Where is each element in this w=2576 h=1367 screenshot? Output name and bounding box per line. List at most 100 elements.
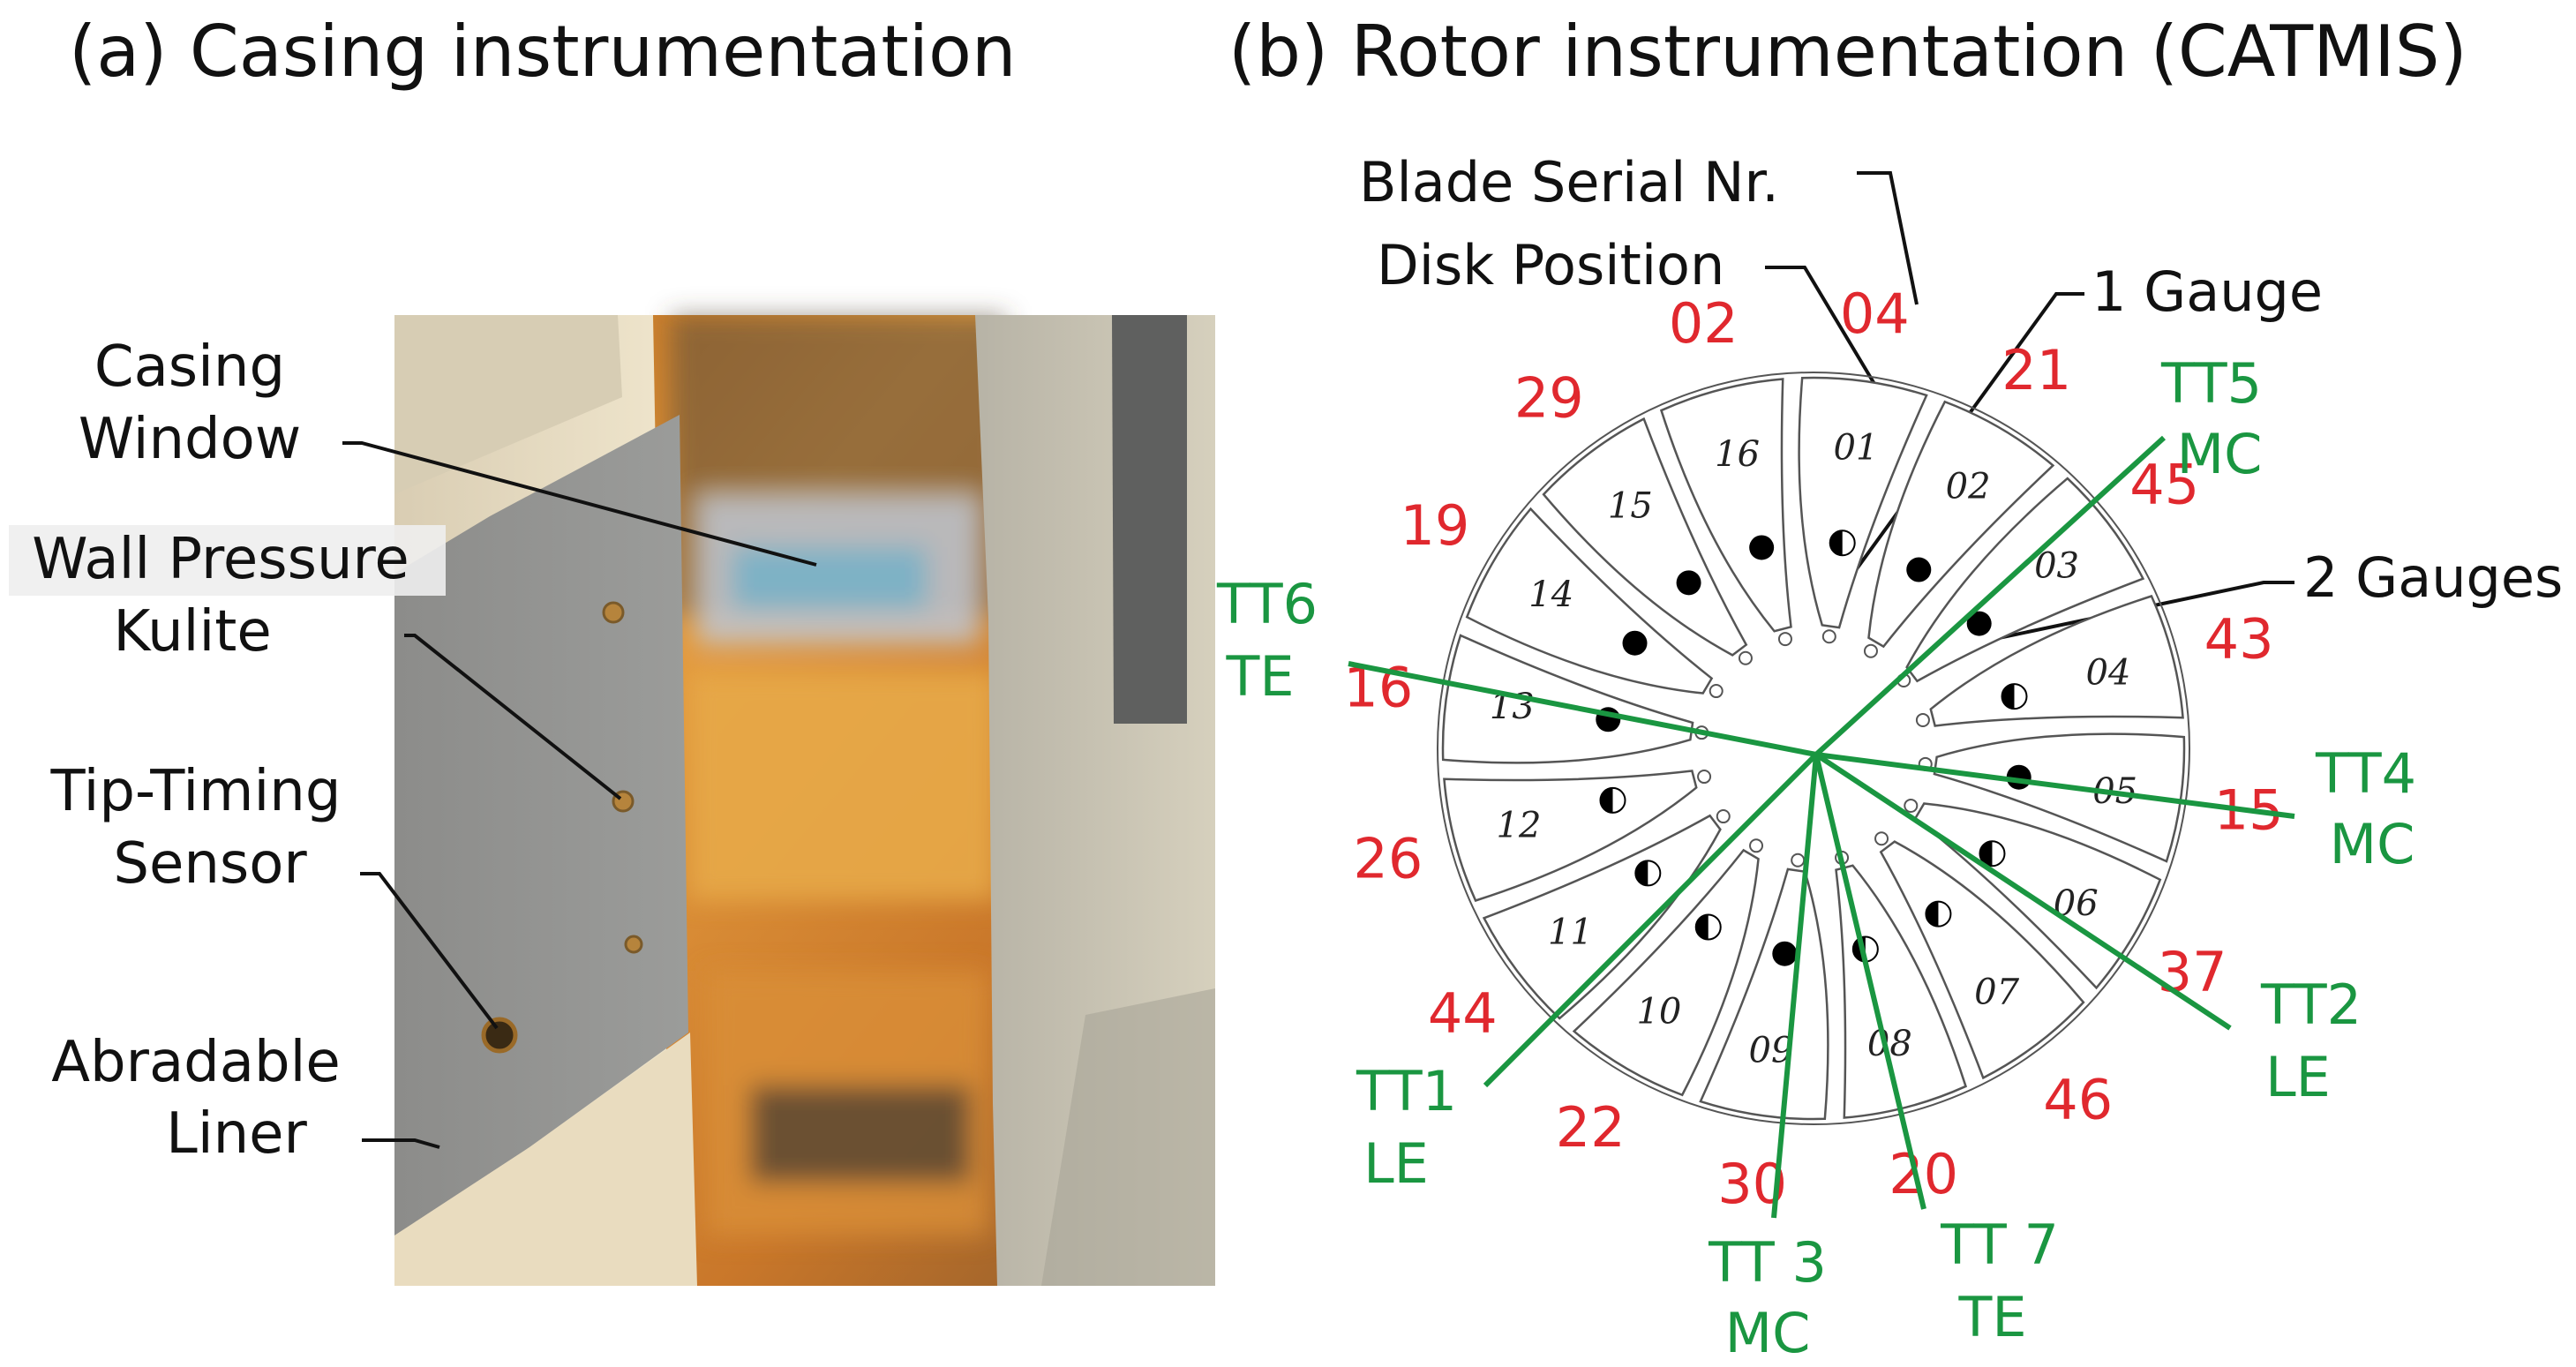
leader-abradable (362, 1138, 440, 1149)
leader-two-gauges (1960, 581, 2294, 648)
tt3-pos: MC (1725, 1301, 1811, 1365)
blade-serial-label: 44 (1428, 981, 1498, 1046)
leader-wall-pressure (404, 634, 622, 800)
tt5-name: TT5 (2160, 351, 2262, 416)
legend-two-gauges: 2 Gauges (2303, 545, 2563, 610)
blade-serial-label: 26 (1353, 827, 1423, 891)
one-gauge-marker-fill (1979, 841, 1993, 867)
disk-position-label: 07 (1974, 973, 2019, 1013)
casing-photo (394, 315, 1215, 1286)
leader-tip-timing (360, 872, 499, 1030)
tip-timing-line (1814, 754, 1926, 1210)
disk-position-label: 10 (1636, 991, 1681, 1032)
blade-sector (1465, 507, 1714, 695)
tip-timing-line (1814, 752, 2232, 1031)
blade-root (1863, 643, 1878, 658)
label-wall-pressure-2: Kulite (113, 599, 271, 665)
leader-casing-window (342, 441, 817, 567)
label-tip-timing-2: Sensor (113, 831, 307, 897)
blade-serial-label: 46 (2043, 1068, 2113, 1132)
blade-sector (1798, 376, 1928, 629)
blade-serial-label: 45 (2129, 452, 2199, 516)
two-gauges-marker (1966, 611, 1992, 636)
panel-b-title: (b) Rotor instrumentation (CATMIS) (1228, 11, 2467, 93)
blade-serial-label: 22 (1556, 1095, 1626, 1160)
tt2-pos: LE (2265, 1045, 2331, 1109)
blade-sector (1443, 770, 1698, 903)
rotor-outer-ring (1437, 372, 2190, 1125)
two-gauges-marker (1622, 630, 1648, 656)
tt7-name: TT 7 (1940, 1213, 2059, 1277)
leader-blade-serial (1857, 171, 1919, 305)
blade-sector (1905, 477, 2145, 683)
two-gauges-marker (1676, 570, 1701, 596)
blade-root (1874, 831, 1889, 846)
label-tip-timing-1: Tip-Timing (50, 759, 342, 824)
blade-serial-label: 19 (1400, 493, 1469, 558)
blade-serial-label: 02 (1669, 291, 1739, 356)
tt6-name: TT6 (1216, 572, 1318, 636)
tt3-name: TT 3 (1708, 1230, 1827, 1295)
tip-timing-line (1815, 752, 2295, 819)
two-gauges-marker (1749, 535, 1775, 560)
blade-serial-label: 37 (2158, 940, 2227, 1004)
blade-serial-label: 43 (2204, 606, 2274, 671)
blade-root (1915, 712, 1930, 727)
blade-serial-label: 04 (1840, 282, 1910, 346)
tip-timing-line (1771, 754, 1819, 1219)
tt4-name: TT4 (2315, 741, 2416, 806)
blade-sector (1542, 417, 1748, 657)
blade-sector (1867, 400, 2055, 649)
two-gauges-marker (1772, 941, 1798, 966)
disk-position-label: 04 (2086, 653, 2131, 694)
one-gauge-marker-fill (1695, 914, 1709, 940)
tt7-pos: TE (1957, 1285, 2026, 1349)
blade-sector (1929, 594, 2184, 727)
tt1-name: TT1 (1356, 1059, 1457, 1123)
label-casing-window-2: Window (79, 407, 301, 472)
blade-sector (1699, 868, 1829, 1121)
panel-a-title: (a) Casing instrumentation (69, 11, 1017, 93)
label-wall-pressure-1: Wall Pressure (32, 527, 409, 592)
blade-root (1904, 798, 1919, 813)
blade-root (1821, 629, 1836, 644)
legend-disk-position: Disk Position (1377, 233, 1724, 297)
disk-position-label: 12 (1497, 805, 1542, 845)
leader-disk-position (1765, 266, 1881, 394)
blade-root (1749, 838, 1764, 853)
blade-root (1738, 650, 1753, 665)
blade-root (1791, 852, 1806, 868)
blade-sector (1879, 840, 2085, 1080)
blade-root (1697, 770, 1712, 785)
two-gauges-marker (1906, 557, 1932, 582)
label-casing-window-1: Casing (94, 334, 285, 400)
disk-position-label: 01 (1834, 427, 1879, 468)
label-abradable-1: Abradable (51, 1030, 341, 1095)
tt2-name: TT2 (2260, 973, 2362, 1037)
one-gauge-marker-fill (1600, 787, 1613, 813)
blade-sector (1572, 848, 1760, 1097)
disk-position-label: 14 (1528, 575, 1573, 615)
disk-position-label: 11 (1548, 913, 1593, 953)
tt6-pos: TE (1225, 644, 1294, 709)
blade-root (1777, 632, 1792, 647)
one-gauge-marker-fill (1829, 530, 1843, 556)
disk-position-label: 02 (1946, 467, 1991, 507)
blade-serial-label: 21 (2001, 338, 2071, 402)
blade-sector (1482, 814, 1722, 1020)
one-gauge-marker-fill (2001, 684, 2015, 710)
blade-serial-label: 29 (1514, 365, 1584, 430)
one-gauge-marker-fill (1926, 901, 1939, 927)
blade-serial-label: 20 (1889, 1142, 1958, 1206)
blade-root (1709, 684, 1724, 699)
tip-timing-line (1348, 661, 1817, 757)
blade-sector (1659, 378, 1792, 633)
tip-timing-line (1814, 435, 2167, 757)
tt4-pos: MC (2330, 812, 2415, 876)
one-gauge-marker-fill (1635, 860, 1648, 886)
label-abradable-2: Liner (166, 1101, 307, 1167)
rotor-disk-diagram: 0104022103450443051506370746082009301022… (1343, 282, 2283, 1216)
disk-position-label: 15 (1608, 485, 1653, 526)
legend-blade-serial: Blade Serial Nr. (1359, 150, 1779, 214)
tip-timing-line (1483, 752, 1819, 1088)
